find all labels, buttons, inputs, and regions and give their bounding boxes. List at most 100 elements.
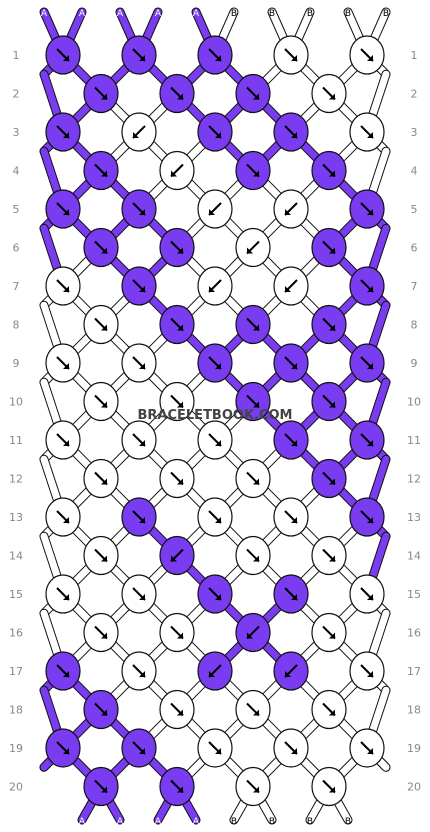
arrowhead-icon [139,594,145,600]
arrowhead-icon [101,709,107,716]
row-label-right: 18 [407,704,421,717]
knot [83,535,119,576]
knot [311,304,347,345]
row-label-left: 16 [9,627,23,640]
knot [235,766,271,807]
row-label-right: 1 [411,49,418,62]
arrowhead-icon [63,671,69,677]
arrowhead-icon [215,594,221,600]
arrowhead-icon [253,324,259,331]
row-label-right: 7 [411,280,418,293]
knot [349,574,385,614]
knot [273,35,309,75]
knot [159,150,195,191]
knot [121,189,157,229]
arrowhead-icon [367,440,373,446]
arrowhead-icon [285,671,291,677]
knot [349,112,385,152]
knot [311,612,347,653]
arrowhead-icon [101,247,107,254]
arrowhead-icon [63,55,69,61]
thread-letter-top: B [345,9,351,19]
arrowhead-icon [139,440,145,446]
knot [197,574,233,614]
thread-letter-top: A [79,9,86,19]
row-label-right: 17 [407,665,421,678]
row-label-left: 8 [13,319,20,332]
knot [273,112,309,152]
knot [197,651,233,691]
knot [197,343,233,383]
row-label-left: 3 [13,126,20,139]
arrowhead-icon [139,363,145,369]
row-label-right: 9 [411,357,418,370]
knot [235,612,271,653]
row-label-right: 13 [407,511,421,524]
knot [311,381,347,422]
knot [197,189,233,229]
row-label-right: 16 [407,627,421,640]
knot [83,689,119,730]
arrowhead-icon [253,93,259,100]
knot [197,728,233,768]
knot [349,343,385,383]
arrowhead-icon [215,363,221,369]
knot [159,381,195,422]
knot [235,304,271,345]
arrowhead-icon [291,594,297,600]
arrowhead-icon [247,247,253,254]
arrowhead-icon [329,170,335,177]
knot [121,35,157,75]
arrowhead-icon [139,55,145,61]
arrowhead-icon [253,709,259,716]
knot [311,73,347,114]
arrowhead-icon [329,247,335,254]
thread-letter-top: B [307,9,313,19]
knot [159,458,195,499]
knot [311,766,347,807]
row-label-right: 14 [407,550,421,563]
knot [235,458,271,499]
arrowhead-icon [63,440,69,446]
knot [235,381,271,422]
knot [273,189,309,229]
arrowhead-icon [171,555,177,562]
row-label-left: 2 [13,88,20,101]
arrowhead-icon [367,55,373,61]
arrowhead-icon [209,671,215,677]
knot [45,420,81,460]
knot [121,112,157,152]
knot [83,612,119,653]
knot [273,651,309,691]
arrowhead-icon [177,93,183,100]
row-label-left: 9 [13,357,20,370]
knot [159,612,195,653]
knot [159,766,195,807]
arrowhead-icon [101,632,107,639]
arrowhead-icon [291,517,297,523]
arrowhead-icon [367,132,373,138]
knot [83,766,119,807]
row-label-right: 3 [411,126,418,139]
knot [273,497,309,537]
knot [83,73,119,114]
row-label-left: 5 [13,203,20,216]
thread-letter-top: A [117,9,124,19]
row-label-right: 12 [407,473,421,486]
arrowhead-icon [177,401,183,408]
knot [349,651,385,691]
row-label-left: 20 [9,781,23,794]
row-label-right: 11 [407,434,421,447]
arrowhead-icon [329,709,335,716]
row-label-right: 6 [411,242,418,255]
knot [83,304,119,345]
arrowhead-icon [329,93,335,100]
knot [197,266,233,306]
arrowhead-icon [367,286,373,292]
arrowhead-icon [367,363,373,369]
arrowhead-icon [177,786,183,793]
row-label-right: 20 [407,781,421,794]
arrowhead-icon [329,555,335,562]
knot [349,35,385,75]
arrowhead-icon [215,55,221,61]
